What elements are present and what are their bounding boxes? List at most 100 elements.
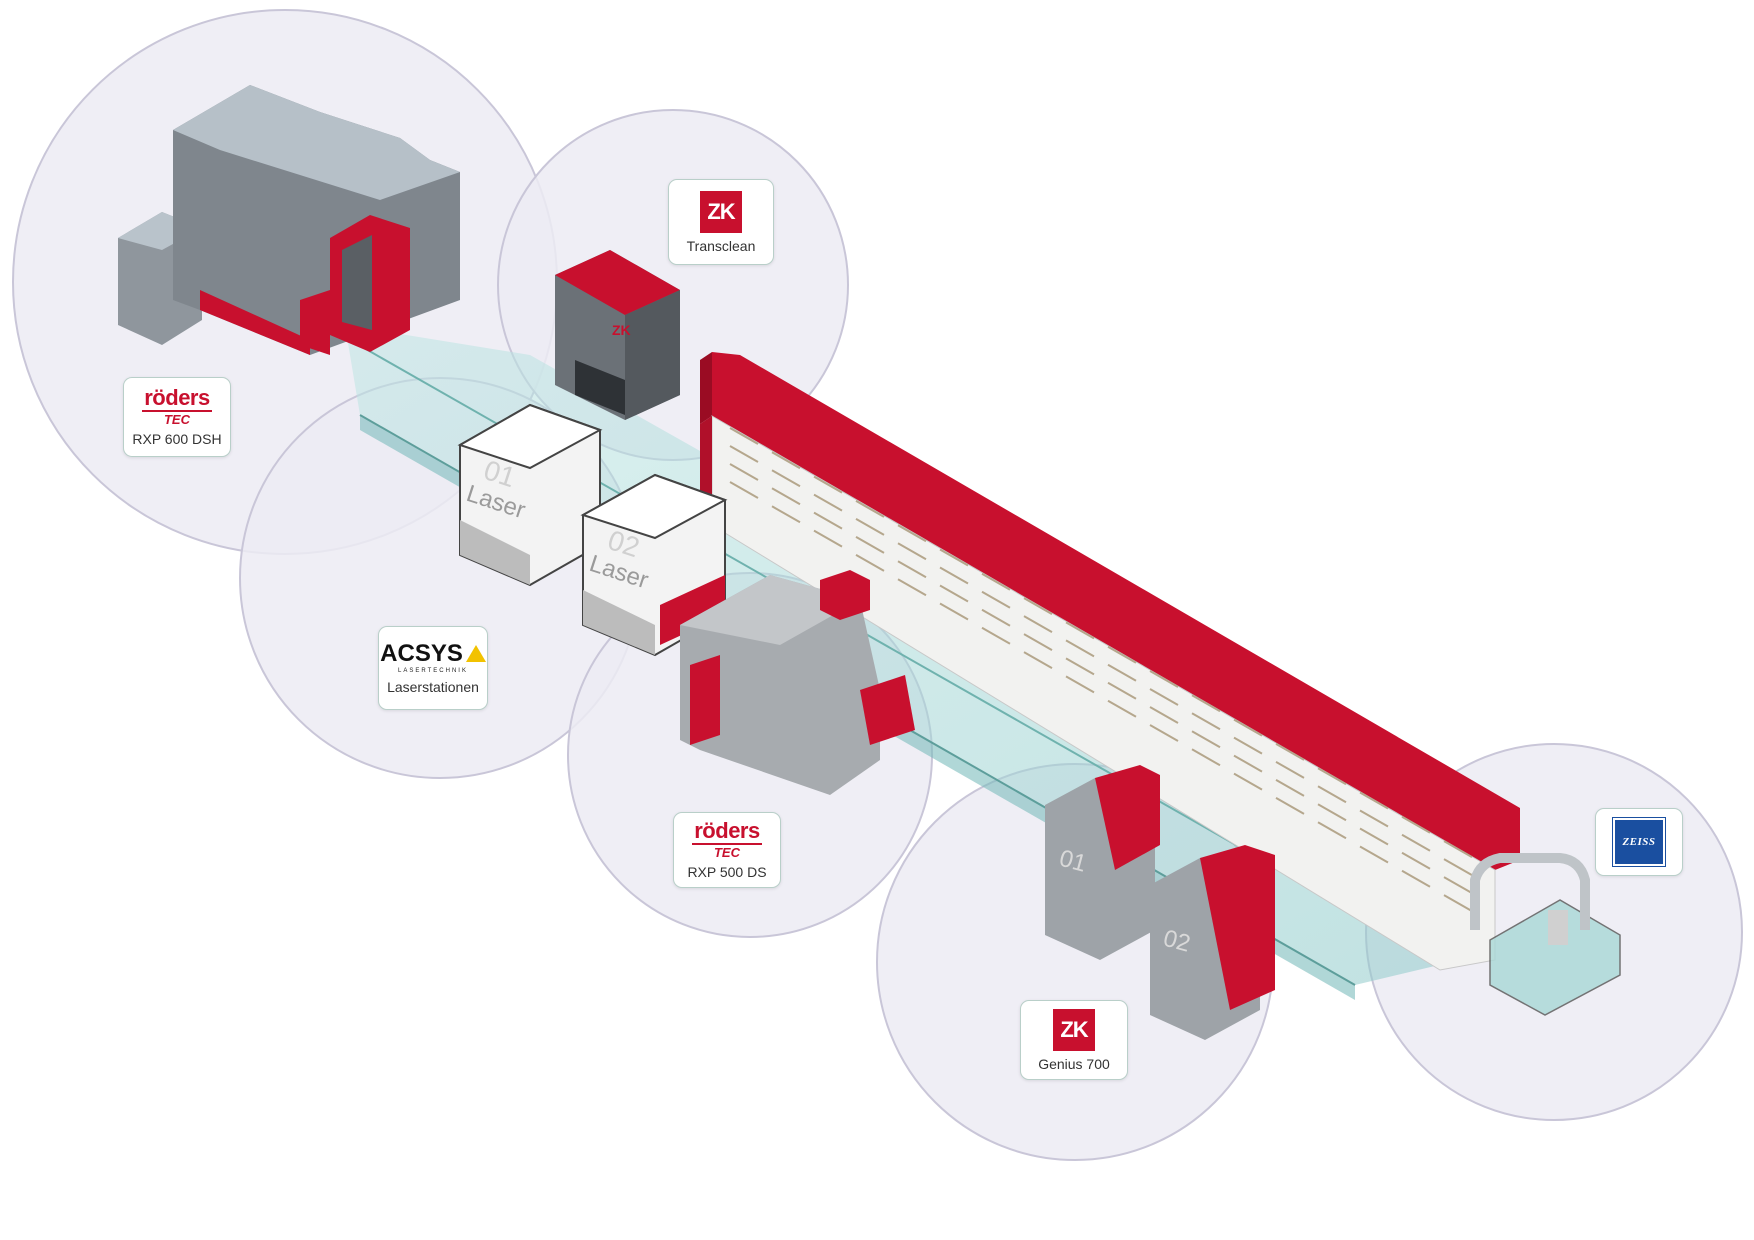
rack-shelf — [1149, 688, 1179, 706]
rack-shelf — [1401, 851, 1431, 870]
rack-shelf — [1443, 876, 1473, 894]
card-acsys-laser: ACSYS LASERTECHNIK Laserstationen — [378, 626, 488, 710]
rack-shelf — [1107, 645, 1137, 664]
rack-shelf — [939, 566, 969, 585]
rack-shelf — [855, 536, 885, 554]
roders-logo-subtext: TEC — [163, 412, 190, 427]
rack-shelf — [1023, 651, 1053, 669]
card-zk-transclean: ZK Transclean — [668, 179, 774, 265]
rack-shelf — [1065, 657, 1095, 676]
rack-shelf — [1233, 754, 1263, 773]
rack-shelf — [1149, 706, 1179, 724]
rack-shelf — [1359, 845, 1389, 864]
rack-shelf — [1233, 718, 1263, 737]
rack-shelf — [1191, 694, 1221, 713]
rack-shelf — [1359, 809, 1389, 828]
rack-shelf — [1065, 621, 1095, 640]
rack-shelf — [939, 602, 969, 621]
station-caption: RXP 500 DS — [687, 864, 767, 880]
rack-shelf — [1443, 858, 1473, 876]
rack-shelf — [1275, 779, 1305, 797]
zk-transclean-machine: ZK — [555, 250, 680, 420]
roders-logo-text: röders — [692, 818, 762, 845]
rack-shelf — [1191, 712, 1221, 731]
rack-shelf — [1401, 815, 1431, 834]
rack-shelf — [1233, 772, 1263, 791]
rack-shelf — [855, 500, 885, 518]
rack-shelf — [1149, 670, 1179, 688]
acsys-logo: ACSYS LASERTECHNIK — [380, 639, 486, 674]
rack-shelf — [813, 475, 843, 494]
rack-shelf — [981, 590, 1011, 609]
station-caption: Laserstationen — [387, 678, 479, 695]
roders-logo-subtext: TEC — [713, 845, 740, 860]
station-caption: Genius 700 — [1038, 1055, 1110, 1072]
rack-shelf — [729, 463, 759, 481]
rack-shelf — [855, 518, 885, 536]
station-caption: Transclean — [686, 237, 756, 254]
svg-text:ZK: ZK — [612, 322, 631, 338]
rack-shelf — [1401, 869, 1431, 888]
rack-shelf — [1065, 675, 1095, 694]
rack-shelf — [1275, 797, 1305, 815]
card-zk-genius: ZK Genius 700 — [1020, 1000, 1128, 1080]
rack-shelf — [813, 529, 843, 548]
acsys-logo-text: ACSYS — [380, 639, 463, 667]
rack-shelf — [1317, 803, 1347, 822]
rack-shelf — [1359, 791, 1389, 810]
zk-logo-text: ZK — [1060, 1016, 1088, 1042]
rack-shelf — [729, 427, 759, 445]
zeiss-logo-text: ZEISS — [1622, 836, 1656, 848]
rack-shelf — [1233, 736, 1263, 755]
zeiss-cmm-machine — [1470, 853, 1621, 1016]
rack-shelf — [771, 505, 801, 524]
rack-shelf — [1401, 833, 1431, 852]
acsys-triangle-icon — [465, 645, 486, 662]
rack-shelf — [1191, 748, 1221, 767]
rack-shelf — [1317, 785, 1347, 804]
rack-shelf — [897, 560, 927, 579]
rack-shelf — [1275, 743, 1305, 761]
acsys-logo-subtext: LASERTECHNIK — [398, 667, 468, 674]
rack-shelf — [729, 445, 759, 463]
rack-shelf — [1317, 821, 1347, 840]
zk-logo: ZK — [700, 190, 742, 233]
roders-logo-text: röders — [142, 385, 212, 412]
zk-logo-text: ZK — [707, 198, 735, 224]
rack-shelf — [897, 578, 927, 597]
card-zeiss-cmm: ZEISS — [1595, 808, 1683, 876]
rack-shelf — [939, 584, 969, 603]
roders-tec-logo: röders TEC — [692, 818, 762, 860]
rack-shelf — [1149, 724, 1179, 742]
rack-shelf — [1023, 597, 1053, 615]
station-caption: RXP 600 DSH — [132, 431, 222, 447]
roders-rxp500-machine — [680, 570, 915, 795]
rack-shelf — [981, 626, 1011, 645]
rack-shelf — [1023, 615, 1053, 633]
rack-shelf — [1359, 827, 1389, 846]
rack-shelf — [771, 451, 801, 470]
rack-shelf — [981, 608, 1011, 627]
zk-logo: ZK — [1053, 1008, 1095, 1051]
rack-shelf — [855, 554, 885, 572]
rack-shelf — [771, 487, 801, 506]
rack-shelf — [1191, 730, 1221, 749]
rack-shelf — [1107, 681, 1137, 700]
rack-shelf — [729, 481, 759, 499]
rack-shelf — [897, 524, 927, 543]
rack-shelf — [1443, 840, 1473, 858]
central-storage-rack — [700, 352, 1520, 971]
rack-shelf — [1275, 761, 1305, 779]
zeiss-logo: ZEISS — [1612, 817, 1666, 867]
acsys-laser-stations: Laser 01 Laser 02 — [457, 403, 728, 657]
rack-shelf — [1107, 663, 1137, 682]
roders-tec-logo: röders TEC — [142, 385, 212, 427]
rack-shelf — [1023, 633, 1053, 651]
rack-shelf — [1065, 639, 1095, 658]
rack-shelf — [897, 542, 927, 561]
rack-shelf — [813, 493, 843, 512]
rack-shelf — [813, 511, 843, 530]
zk-genius-machines: 01 02 — [1045, 765, 1275, 1040]
rack-shelf — [939, 548, 969, 567]
